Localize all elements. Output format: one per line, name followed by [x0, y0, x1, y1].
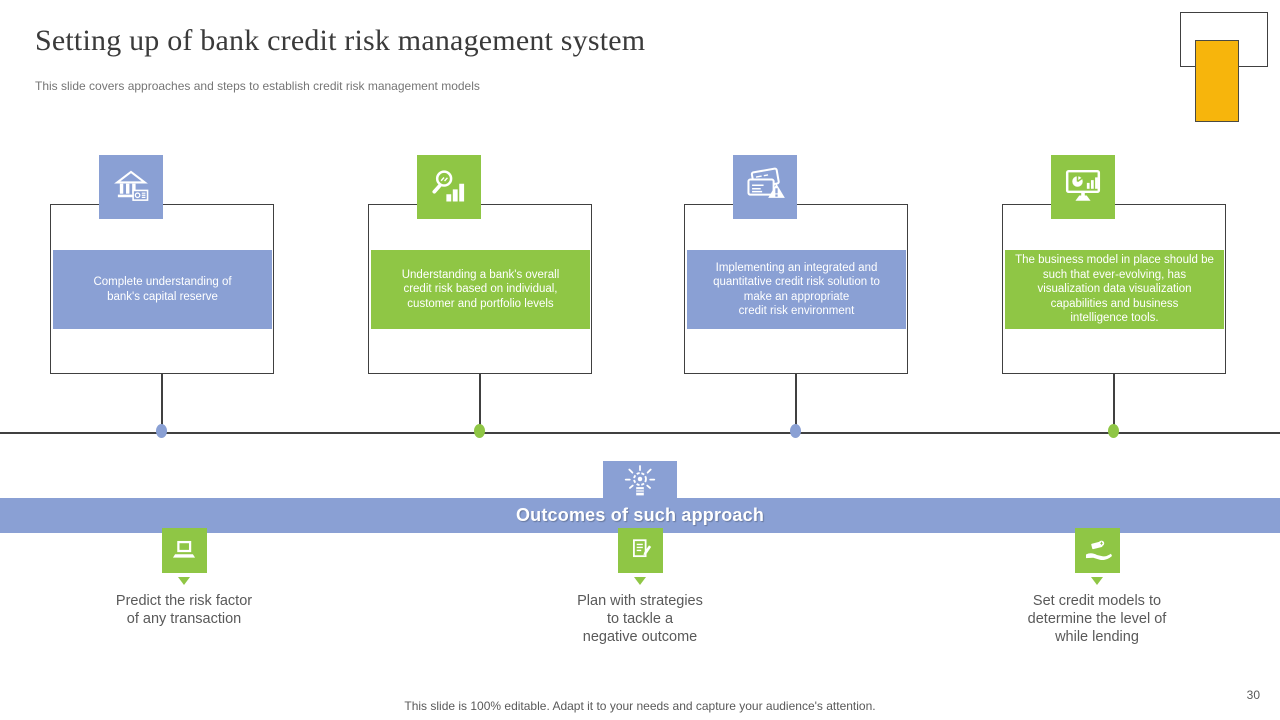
footer-note: This slide is 100% editable. Adapt it to…: [404, 699, 876, 713]
step-text: Complete understanding of bank's capital…: [53, 250, 272, 329]
timeline-dot: [1108, 424, 1119, 438]
outcome-credit-models: Set credit models to determine the level…: [977, 528, 1217, 646]
step-text: The business model in place should be su…: [1005, 250, 1224, 329]
page-number: 30: [1246, 688, 1260, 702]
step-overall-credit-risk: Understanding a bank's overall credit ri…: [368, 155, 593, 440]
timeline-dot: [790, 424, 801, 438]
outcome-predict-risk: Predict the risk factor of any transacti…: [64, 528, 304, 628]
money-hand-icon: [1074, 528, 1120, 573]
timeline-dot: [156, 424, 167, 438]
outcome-plan-strategies: Plan with strategies to tackle a negativ…: [520, 528, 760, 646]
connector-line: [1113, 374, 1115, 432]
outcome-text: Predict the risk factor of any transacti…: [115, 593, 253, 627]
step-integrated-solution: Implementing an integrated and quantitat…: [684, 155, 909, 440]
connector-line: [479, 374, 481, 432]
step-capital-reserve: Complete understanding of bank's capital…: [50, 155, 275, 440]
outcome-text: Plan with strategies to tackle a negativ…: [577, 593, 703, 645]
document-pen-icon: [617, 528, 663, 573]
credit-cards-warning-icon: [732, 155, 797, 219]
down-triangle-icon: [178, 577, 190, 585]
page-title: Setting up of bank credit risk managemen…: [35, 24, 646, 57]
step-text: Understanding a bank's overall credit ri…: [371, 250, 590, 329]
step-text: Implementing an integrated and quantitat…: [687, 250, 906, 329]
magnifier-growth-chart-icon: [416, 155, 481, 219]
step-business-model: The business model in place should be su…: [1002, 155, 1227, 440]
laptop-icon: [161, 528, 207, 573]
page-subtitle: This slide covers approaches and steps t…: [35, 79, 480, 93]
decoration-yellow-rect: [1195, 40, 1239, 122]
outcomes-banner: Outcomes of such approach: [0, 498, 1280, 533]
idea-gear-icon: [603, 461, 677, 501]
down-triangle-icon: [634, 577, 646, 585]
timeline-dot: [474, 424, 485, 438]
timeline-line: [0, 432, 1280, 434]
monitor-analytics-icon: [1050, 155, 1115, 219]
outcome-text: Set credit models to determine the level…: [1027, 593, 1167, 645]
bank-building-money-icon: [98, 155, 163, 219]
outcomes-banner-label: Outcomes of such approach: [515, 505, 765, 525]
connector-line: [795, 374, 797, 432]
connector-line: [161, 374, 163, 432]
down-triangle-icon: [1091, 577, 1103, 585]
